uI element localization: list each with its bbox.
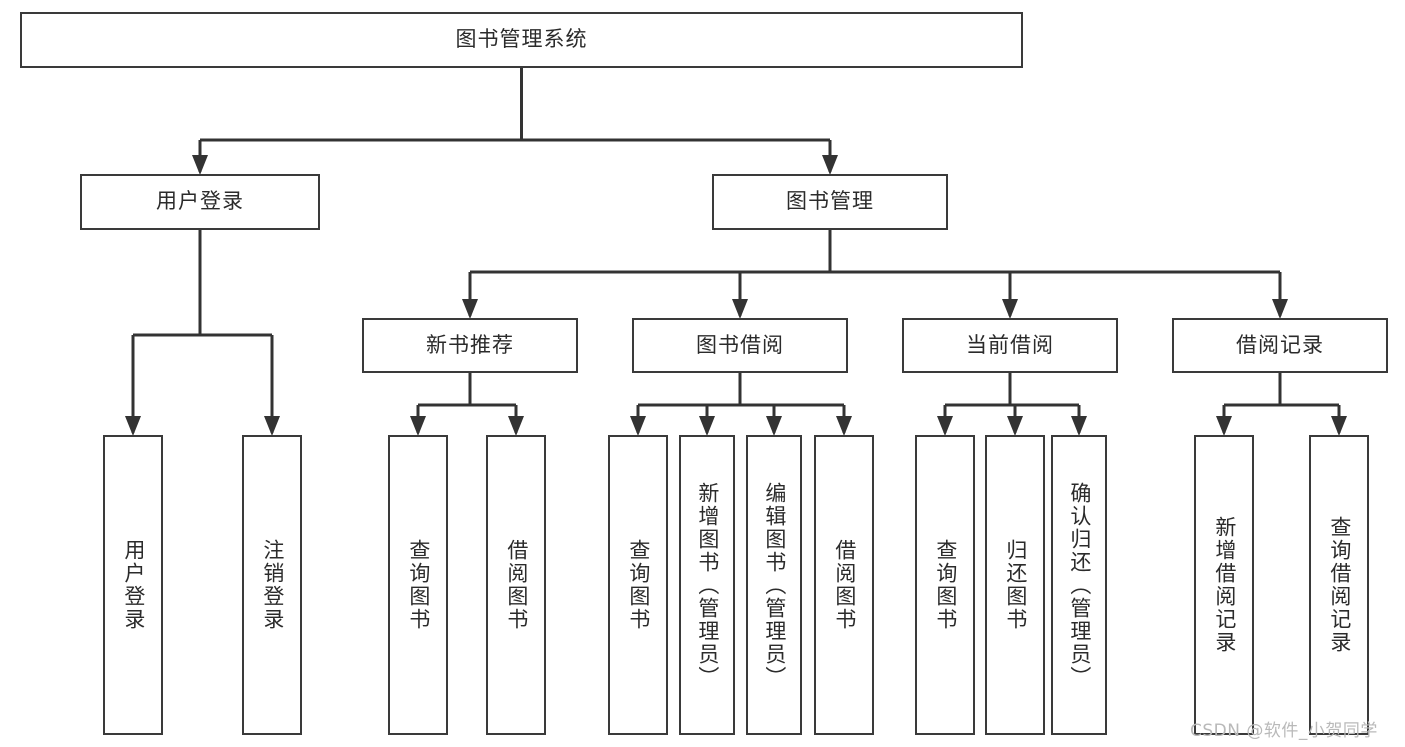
node-leaf-add-record[interactable]: 新增借阅记录	[1194, 435, 1254, 735]
csdn-watermark: CSDN @软件_小贺同学	[1190, 721, 1378, 741]
node-leaf-return-book-label: 归还图书	[1003, 539, 1028, 631]
node-book-management-label: 图书管理	[786, 189, 874, 214]
node-leaf-query-book-borrow[interactable]: 查询图书	[608, 435, 668, 735]
node-leaf-user-login-label: 用户登录	[121, 539, 146, 631]
node-book-borrow-label: 图书借阅	[696, 332, 784, 357]
node-root[interactable]: 图书管理系统	[20, 12, 1023, 68]
node-leaf-borrow-book-rec[interactable]: 借阅图书	[486, 435, 546, 735]
node-leaf-query-record-label: 查询借阅记录	[1327, 516, 1352, 654]
node-leaf-add-book-label: 新增图书（管理员）	[695, 481, 720, 689]
node-user-login-label: 用户登录	[156, 189, 244, 214]
node-leaf-confirm-return[interactable]: 确认归还（管理员）	[1051, 435, 1107, 735]
node-leaf-edit-book[interactable]: 编辑图书（管理员）	[746, 435, 802, 735]
node-leaf-borrow-book[interactable]: 借阅图书	[814, 435, 874, 735]
node-new-book-recommend[interactable]: 新书推荐	[362, 318, 578, 373]
node-leaf-add-record-label: 新增借阅记录	[1212, 516, 1237, 654]
node-leaf-edit-book-label: 编辑图书（管理员）	[762, 481, 787, 689]
node-leaf-query-record[interactable]: 查询借阅记录	[1309, 435, 1369, 735]
node-current-borrow-label: 当前借阅	[966, 332, 1054, 357]
node-leaf-add-book[interactable]: 新增图书（管理员）	[679, 435, 735, 735]
node-leaf-query-book-cur[interactable]: 查询图书	[915, 435, 975, 735]
node-borrow-records-label: 借阅记录	[1236, 332, 1324, 357]
node-leaf-logout-label: 注销登录	[260, 539, 285, 631]
node-book-management[interactable]: 图书管理	[712, 174, 948, 230]
node-leaf-borrow-book-label: 借阅图书	[832, 539, 857, 631]
node-borrow-records[interactable]: 借阅记录	[1172, 318, 1388, 373]
node-leaf-borrow-book-rec-label: 借阅图书	[504, 539, 529, 631]
node-leaf-query-book-borrow-label: 查询图书	[626, 539, 651, 631]
node-leaf-query-book-rec-label: 查询图书	[406, 539, 431, 631]
node-leaf-return-book[interactable]: 归还图书	[985, 435, 1045, 735]
node-leaf-query-book-cur-label: 查询图书	[933, 539, 958, 631]
node-root-label: 图书管理系统	[455, 27, 588, 52]
node-leaf-confirm-return-label: 确认归还（管理员）	[1067, 481, 1092, 689]
node-leaf-user-login[interactable]: 用户登录	[103, 435, 163, 735]
node-current-borrow[interactable]: 当前借阅	[902, 318, 1118, 373]
node-leaf-query-book-rec[interactable]: 查询图书	[388, 435, 448, 735]
node-new-book-recommend-label: 新书推荐	[426, 332, 514, 357]
node-user-login[interactable]: 用户登录	[80, 174, 320, 230]
node-book-borrow[interactable]: 图书借阅	[632, 318, 848, 373]
node-leaf-logout[interactable]: 注销登录	[242, 435, 302, 735]
